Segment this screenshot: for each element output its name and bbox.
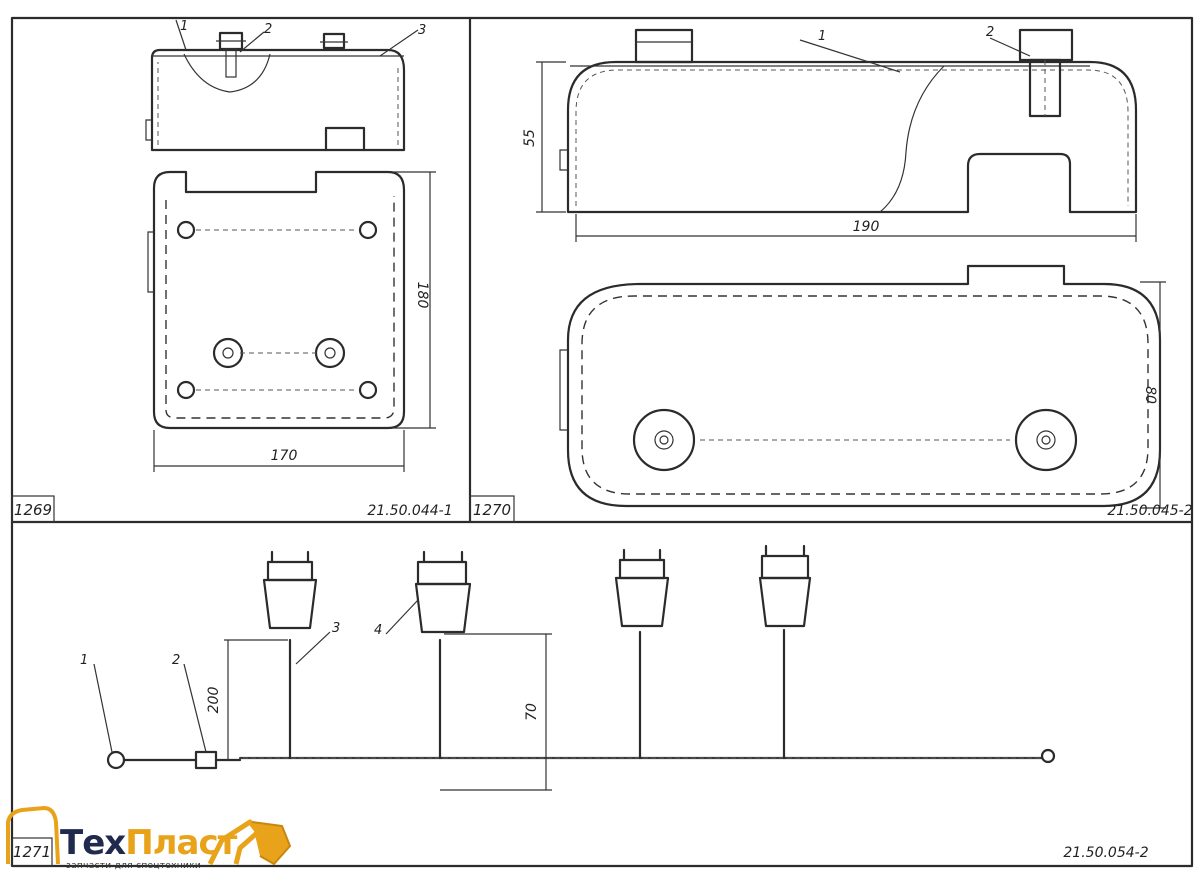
panel-1270: 1 2 55 190 [473, 25, 1193, 519]
panel-1271: 1 2 3 4 200 70 1271 21.50.054-2 [13, 544, 1149, 861]
dimension-55 [536, 61, 566, 213]
connector-2 [414, 550, 472, 634]
wire-harness-1271 [93, 544, 1056, 770]
logo-name-main: Тех [60, 823, 126, 863]
dimension-200 [224, 639, 288, 760]
callout-1271-2: 2 [172, 653, 180, 668]
logo-excavator-icon [6, 805, 291, 866]
panel-1269: 1 2 3 170 [14, 19, 453, 519]
connector-3 [614, 548, 670, 628]
panel-code-1270: 21.50.045-2 [1107, 503, 1192, 519]
dim-width-1269: 170 [271, 448, 298, 464]
connector-4 [758, 544, 812, 628]
dimension-80 [1140, 281, 1166, 509]
panel-code-1271: 21.50.054-2 [1063, 845, 1148, 861]
dim-height-1269: 180 [414, 282, 430, 309]
callout-1271-3: 3 [332, 621, 340, 636]
sheet-frame [10, 16, 1194, 868]
callout-1271-1: 1 [80, 653, 88, 668]
callout-1269-3: 3 [418, 23, 426, 38]
connector-1 [262, 550, 318, 630]
callout-1271-4: 4 [374, 623, 382, 638]
dimension-170 [153, 430, 405, 472]
panel-code-1269: 21.50.044-1 [367, 503, 452, 519]
dimension-180 [392, 171, 436, 429]
dim-width-1270: 190 [853, 219, 880, 235]
panel-number-1269: 1269 [14, 501, 52, 519]
dimension-190 [575, 214, 1137, 242]
logo-tagline: запчасти для спецтехники [66, 861, 201, 871]
dim-height-1270-bottom: 80 [1142, 386, 1158, 404]
tank-plan-view-1270 [559, 264, 1162, 508]
logo-name-accent: Пласт [125, 823, 237, 863]
tank-section-view-1270 [559, 28, 1138, 214]
dim-height-1270-top: 55 [522, 129, 538, 147]
dimension-70 [440, 633, 552, 791]
tank-side-view-1269 [145, 19, 419, 152]
dim-length-1271: 70 [524, 703, 540, 721]
callout-1270-1: 1 [818, 29, 826, 44]
panel-number-1270: 1270 [473, 501, 511, 519]
dim-branch-1271: 200 [206, 687, 222, 714]
tank-plan-view-1269 [147, 170, 406, 430]
callout-1269-1: 1 [180, 19, 188, 34]
panel-number-1271: 1271 [13, 843, 51, 861]
logo-wordmark: ТехПласт [60, 823, 237, 863]
callout-1270-2: 2 [986, 25, 994, 40]
callout-1269-2: 2 [264, 22, 272, 37]
